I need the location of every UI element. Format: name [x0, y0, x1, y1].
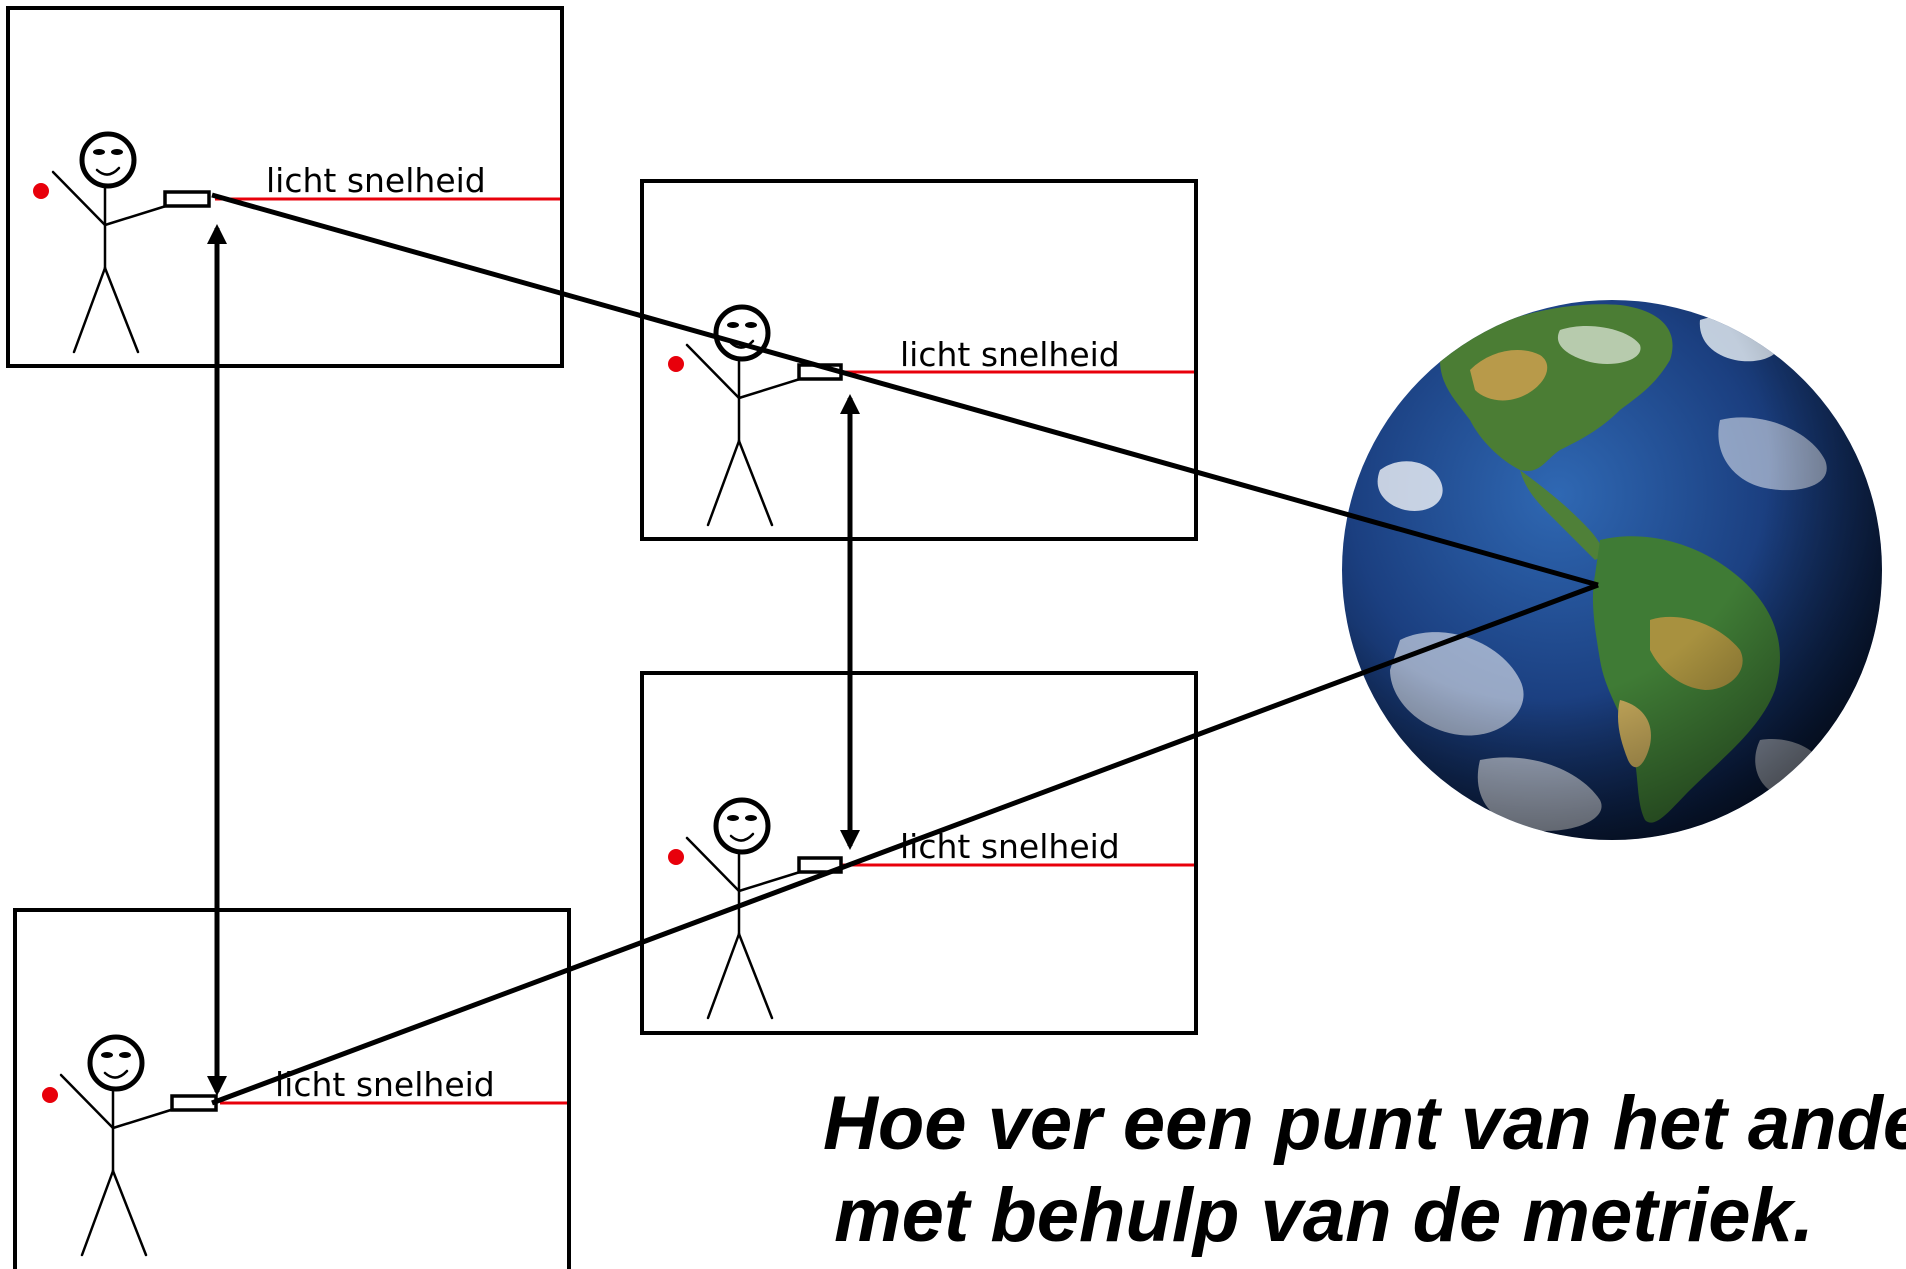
frame-middle-bottom: licht snelheid: [640, 671, 1198, 1035]
frame-bottom-left: licht snelheid: [13, 908, 571, 1269]
frame-middle-top: licht snelheid: [640, 179, 1198, 541]
red-dot: [42, 1087, 58, 1103]
light-speed-label: licht snelheid: [275, 1065, 495, 1104]
light-speed-label: licht snelheid: [900, 335, 1120, 374]
caption-text: Hoe ver een punt van het andere met behu…: [660, 1078, 1906, 1262]
stick-figure-icon: [59, 1034, 176, 1257]
earth-globe-icon: [1342, 300, 1882, 840]
light-beam-line: [211, 582, 1599, 1106]
frame-border: [6, 6, 564, 368]
stick-figure-icon: [51, 131, 168, 354]
frame-border: [13, 908, 571, 1269]
stick-figure-icon: [685, 797, 802, 1020]
light-beam-line: [211, 192, 1599, 588]
caption-line-1: Hoe ver een punt van het andere: [822, 1081, 1906, 1166]
frame-border: [640, 179, 1198, 541]
frame-top-left: licht snelheid: [6, 6, 564, 368]
red-dot: [33, 183, 49, 199]
red-dot: [668, 849, 684, 865]
red-dot: [668, 356, 684, 372]
light-emitter-device: [163, 190, 211, 208]
light-emitter-device: [797, 856, 843, 874]
caption-line-2: met behulp van de metriek.: [834, 1173, 1814, 1258]
frame-border: [640, 671, 1198, 1035]
light-speed-label: licht snelheid: [266, 161, 486, 200]
